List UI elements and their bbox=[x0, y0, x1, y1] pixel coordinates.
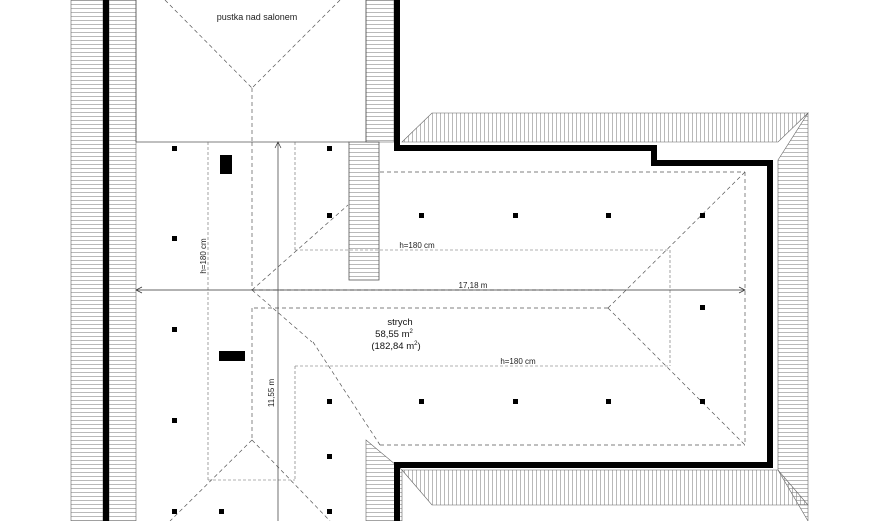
eave-left-outer bbox=[70, 0, 104, 521]
height-lines bbox=[207, 142, 671, 481]
room-name: strych bbox=[387, 317, 412, 328]
roof-lines bbox=[164, 0, 746, 521]
eave-top-middle bbox=[365, 0, 395, 143]
eave-bottom-right bbox=[401, 469, 809, 506]
eave-right bbox=[777, 111, 809, 521]
room-area-total: (182,84 m2) bbox=[371, 341, 420, 352]
dim-width-label: 17,18 m bbox=[459, 281, 488, 290]
room-label: strych 58,55 m2 (182,84 m2) bbox=[371, 317, 420, 352]
height-label-lower: h=180 cm bbox=[500, 357, 536, 366]
void-label: pustka nad salonem bbox=[217, 12, 298, 22]
roof-window-lower bbox=[219, 351, 245, 361]
dimension-lines bbox=[135, 141, 746, 521]
roof-windows bbox=[219, 155, 245, 361]
posts bbox=[172, 146, 705, 514]
eave-top-right bbox=[401, 112, 809, 143]
eave-left-inner bbox=[108, 0, 137, 521]
wall-right-wing bbox=[394, 0, 773, 521]
walls bbox=[103, 0, 773, 521]
roof-window-upper bbox=[220, 155, 232, 174]
void-outline bbox=[135, 0, 367, 143]
staircase bbox=[348, 141, 380, 281]
eave-bottom-middle bbox=[365, 439, 403, 521]
roof-eaves bbox=[70, 0, 809, 521]
height-label-upper: h=180 cm bbox=[399, 241, 435, 250]
room-area-main: 58,55 m2 bbox=[375, 329, 413, 340]
dim-depth-label: 11,55 m bbox=[267, 379, 276, 408]
height-label-left: h=180 cm bbox=[199, 238, 208, 274]
